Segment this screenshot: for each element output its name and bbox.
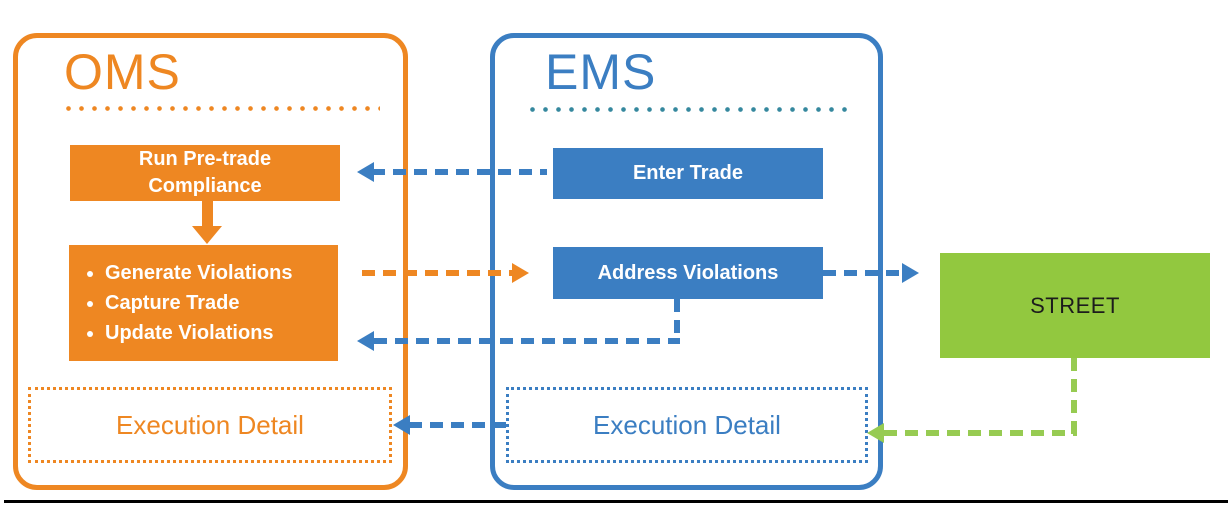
arrow-right-icon bbox=[902, 263, 919, 283]
arrow-enter-trade-to-pretrade-line bbox=[372, 169, 547, 175]
arrow-address-to-tasks-line bbox=[374, 338, 680, 344]
down-arrow-shaft bbox=[202, 201, 213, 227]
address-violations-box: Address Violations bbox=[553, 247, 823, 299]
oms-panel-title: OMS bbox=[64, 44, 181, 100]
arrow-ems-exec-to-oms-exec-line bbox=[409, 422, 508, 428]
arrow-street-to-exec-vertical bbox=[1071, 358, 1077, 436]
arrow-address-to-street-line bbox=[823, 270, 903, 276]
oms-tasks-box: Generate Violations Capture Trade Update… bbox=[69, 245, 338, 361]
oms-panel bbox=[13, 33, 408, 490]
ems-execution-detail-label: Execution Detail bbox=[593, 409, 781, 440]
street-label: STREET bbox=[1030, 292, 1120, 318]
ems-panel-title: EMS bbox=[545, 44, 657, 100]
ems-panel bbox=[490, 33, 883, 490]
pretrade-label-line1: Run Pre-trade bbox=[138, 148, 272, 170]
ems-title-dotted-underline bbox=[526, 107, 854, 112]
arrow-street-to-exec-line bbox=[884, 430, 1077, 436]
oms-task-generate-violations: Generate Violations bbox=[105, 258, 338, 288]
oms-execution-detail-label: Execution Detail bbox=[116, 409, 304, 440]
oms-task-capture-trade: Capture Trade bbox=[105, 288, 338, 318]
down-arrow-icon bbox=[192, 226, 222, 244]
arrow-left-icon bbox=[393, 415, 410, 435]
arrow-address-to-tasks-vertical bbox=[674, 299, 680, 344]
arrow-tasks-to-address-violations-line bbox=[362, 270, 514, 276]
pretrade-label-line2: Compliance bbox=[148, 175, 262, 197]
bottom-divider-line bbox=[4, 500, 1228, 503]
enter-trade-box: Enter Trade bbox=[553, 148, 823, 199]
arrow-left-icon bbox=[867, 423, 884, 443]
address-violations-label: Address Violations bbox=[597, 261, 779, 284]
ems-execution-detail-box: Execution Detail bbox=[506, 387, 868, 463]
enter-trade-label: Enter Trade bbox=[632, 162, 744, 184]
oms-execution-detail-box: Execution Detail bbox=[28, 387, 392, 463]
oms-task-update-violations: Update Violations bbox=[105, 318, 338, 348]
oms-tasks-list: Generate Violations Capture Trade Update… bbox=[69, 258, 338, 348]
arrow-right-icon bbox=[512, 263, 529, 283]
oms-title-dotted-underline bbox=[62, 106, 380, 111]
street-box: STREET bbox=[940, 253, 1210, 358]
arrow-left-icon bbox=[357, 162, 374, 182]
arrow-left-icon bbox=[357, 331, 374, 351]
run-pretrade-compliance-box: Run Pre-trade Compliance bbox=[70, 145, 340, 201]
